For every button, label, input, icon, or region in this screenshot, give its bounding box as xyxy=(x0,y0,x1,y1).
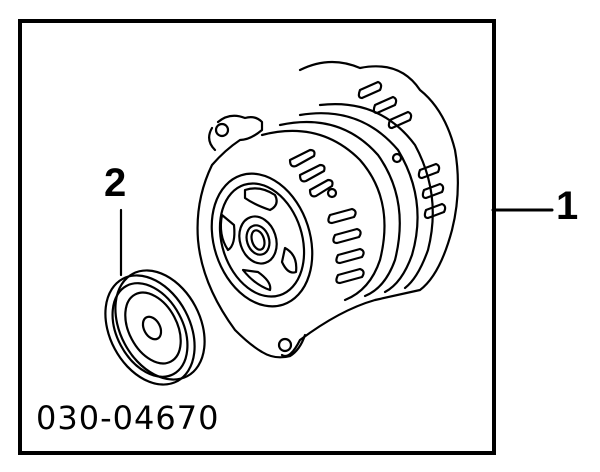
part-number: 030-04670 xyxy=(36,399,220,437)
callout-1: 1 xyxy=(556,184,579,228)
callout-2: 2 xyxy=(104,161,127,205)
alternator-drawing xyxy=(196,60,459,359)
pulley-drawing xyxy=(104,269,206,386)
